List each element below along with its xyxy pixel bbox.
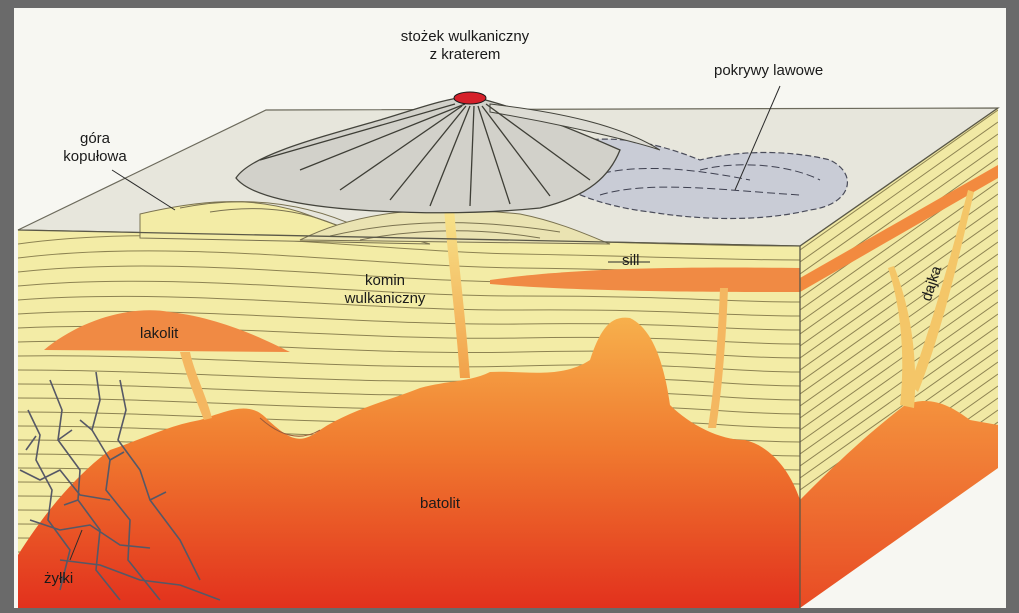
label-volcanic-pipe: komin wulkaniczny (330, 272, 440, 308)
label-volcanic-pipe-line2: wulkaniczny (330, 290, 440, 308)
label-dome-mountain-line1: góra (40, 130, 150, 148)
label-volcanic-cone-line1: stożek wulkaniczny (370, 28, 560, 46)
label-volcanic-pipe-line1: komin (330, 272, 440, 290)
label-batholith: batolit (420, 495, 460, 513)
label-laccolith: lakolit (140, 325, 178, 343)
label-lava-sheets: pokrywy lawowe (714, 62, 823, 80)
label-sill: sill (622, 252, 640, 270)
label-dome-mountain-line2: kopułowa (40, 148, 150, 166)
label-volcanic-cone-line2: z kraterem (370, 46, 560, 64)
crater (454, 92, 486, 104)
label-volcanic-cone: stożek wulkaniczny z kraterem (370, 28, 560, 64)
label-veins: żyłki (44, 570, 73, 588)
label-dome-mountain: góra kopułowa (40, 130, 150, 166)
